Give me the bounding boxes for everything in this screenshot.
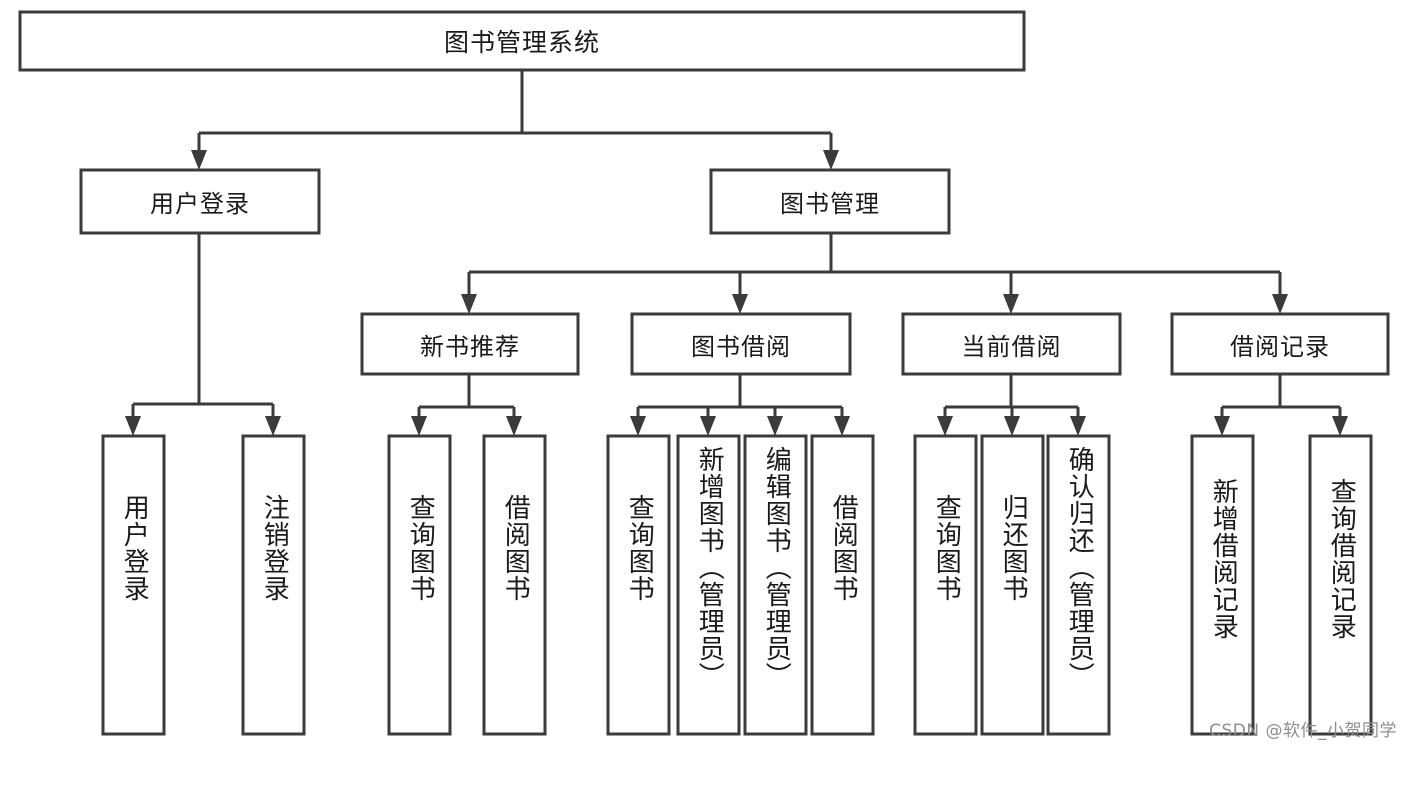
node-box-leaf-query-book-borrow[interactable] — [606, 434, 671, 736]
node-box-current-borrow[interactable] — [901, 312, 1122, 376]
connector-bookmgmt-to-level3 — [461, 233, 1288, 314]
node-box-leaf-query-book-recommend[interactable] — [387, 434, 452, 736]
node-box-leaf-logout-login[interactable] — [241, 434, 306, 736]
node-box-leaf-add-book[interactable] — [676, 434, 741, 736]
node-box-leaf-return-book[interactable] — [980, 434, 1045, 736]
node-box-root[interactable] — [18, 10, 1026, 72]
diagram-canvas: 图书管理系统 用户登录 图书管理 新书推荐 图书借阅 当前借阅 借阅记录 用户登… — [18, 10, 1397, 741]
node-box-leaf-edit-book[interactable] — [743, 434, 808, 736]
node-box-book-management[interactable] — [709, 168, 951, 235]
node-box-leaf-query-borrow-record[interactable] — [1308, 434, 1373, 736]
connector-bookborrow-to-leaves — [630, 374, 850, 436]
node-box-new-book-recommend[interactable] — [360, 312, 580, 376]
node-box-leaf-add-borrow-record[interactable] — [1190, 434, 1255, 736]
connector-userlogin-to-leaves — [125, 233, 281, 436]
node-box-user-login[interactable] — [79, 168, 321, 235]
csdn-watermark: CSDN @软件_小贺同学 — [1209, 721, 1397, 741]
flowchart-svg — [18, 10, 1390, 736]
connector-currentborrow-to-leaves — [937, 374, 1086, 436]
node-box-leaf-confirm-return[interactable] — [1046, 434, 1111, 736]
node-box-leaf-borrow-book[interactable] — [810, 434, 875, 736]
connector-root-to-level2 — [191, 70, 839, 170]
connector-newbook-to-leaves — [411, 374, 522, 436]
node-box-borrow-record[interactable] — [1170, 312, 1390, 376]
node-box-book-borrow[interactable] — [630, 312, 852, 376]
node-box-leaf-query-book-current[interactable] — [913, 434, 978, 736]
node-box-leaf-borrow-book-recommend[interactable] — [482, 434, 547, 736]
node-box-leaf-user-login[interactable] — [101, 434, 166, 736]
connector-borrowrecord-to-leaves — [1214, 374, 1348, 436]
